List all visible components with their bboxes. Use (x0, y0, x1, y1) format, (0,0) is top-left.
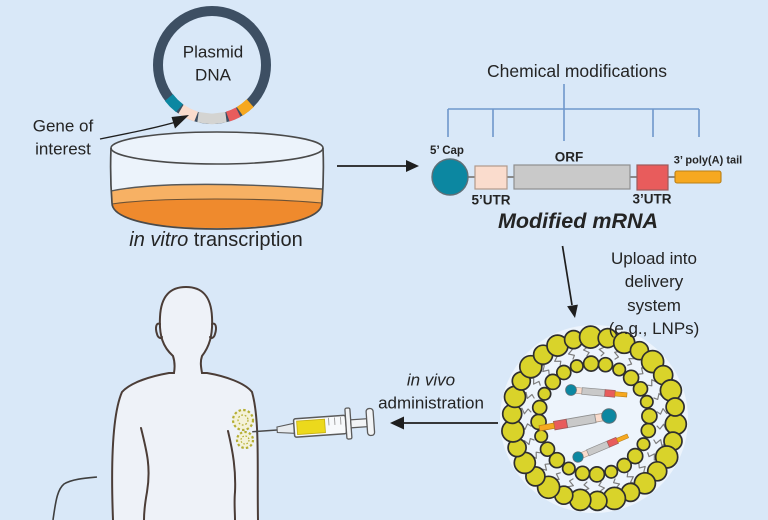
gene-arrowhead (171, 115, 189, 129)
plasmid-segment-gene (197, 111, 227, 125)
lipid-head (531, 399, 548, 416)
lipid-head (665, 397, 685, 417)
administration-text: administration (378, 394, 484, 413)
injection-site-lnps (231, 408, 255, 450)
petri-rim (110, 131, 324, 165)
mrna-construct (431, 158, 722, 196)
lnp-mrna-cargo (538, 384, 629, 463)
orf-label: ORF (554, 149, 584, 165)
mini-mrna-3 (572, 433, 629, 463)
chemical-modifications-label: Chemical modifications (487, 60, 667, 81)
lipid-head (539, 441, 556, 458)
lipid-head (548, 451, 566, 469)
lipid-head (582, 355, 600, 372)
upload-delivery-label: Upload into delivery system (e.g., LNPs) (608, 249, 700, 339)
syringe (252, 407, 376, 440)
lipid-head (616, 457, 633, 474)
mini-mrna-1 (565, 384, 628, 398)
lipid-head (641, 407, 658, 425)
petri-liquid-dark (112, 199, 322, 228)
lipid-head (639, 394, 654, 409)
in-vivo-administration-label: in vivo administration (378, 369, 484, 416)
gene-of-interest-label: Gene of interest (32, 116, 94, 159)
lipid-head (534, 429, 549, 444)
mrna-5utr-box (474, 165, 508, 190)
mini-mrna-2 (538, 408, 617, 432)
body-outline (111, 285, 259, 520)
syringe-plunger-rod (350, 418, 368, 429)
chem-modifications-bracket (447, 84, 700, 141)
polya-tail-label: 3’ poly(A) tail (673, 154, 743, 167)
lipid-head (588, 466, 606, 483)
in-vitro-transcription-label: in vitro transcription (129, 227, 302, 255)
utr5-label: 5’UTR (471, 192, 511, 208)
gene-arrow (99, 115, 189, 140)
lipid-tail (626, 472, 636, 484)
lipid-head (604, 464, 619, 479)
lipid-head (561, 461, 576, 476)
lipid-head (612, 362, 627, 377)
plasmid-segment-red (226, 107, 241, 122)
lipid-head (537, 386, 552, 401)
right-ear (209, 322, 217, 339)
cap-label: 5’ Cap (430, 145, 464, 158)
in-vitro-italic: in vitro (129, 229, 189, 252)
transcription-text: transcription (188, 229, 303, 252)
lnp (500, 325, 688, 513)
mrna-polya-box (674, 170, 722, 184)
mrna-cap-circle (431, 158, 469, 196)
plasmid-segment-orange (236, 99, 254, 116)
arrow-mrna-to-lnp (561, 245, 578, 318)
plasmid-dna-ring (153, 6, 271, 125)
lipid-head (555, 364, 572, 381)
mrna-orf-box (513, 164, 631, 190)
lipid-head (633, 471, 657, 495)
left-inner-arm-line (140, 427, 150, 520)
lipid-head (574, 465, 591, 482)
left-ear (155, 322, 163, 339)
syringe-hub (276, 422, 296, 434)
lipid-head (569, 359, 584, 374)
callout-line (52, 476, 98, 520)
lipid-head (626, 447, 644, 465)
lipid-head (622, 369, 640, 387)
lnp-inner-ring (530, 355, 658, 483)
modified-mrna-label: Modified mRNA (497, 209, 659, 234)
in-vivo-italic: in vivo (406, 370, 456, 390)
lipid-tail (653, 439, 667, 447)
syringe-liquid (296, 418, 326, 436)
lipid-head (632, 380, 649, 397)
arrow-dish-to-mrna (337, 160, 419, 172)
utr3-label: 3’UTR (632, 191, 672, 207)
right-inner-arm-line (227, 430, 237, 520)
plasmid-segment-pink (178, 104, 199, 122)
arrow-lnp-to-syringe (390, 416, 498, 430)
lipid-head (636, 437, 651, 452)
lipid-head (640, 422, 657, 439)
plasmid-dna-label: Plasmid DNA (182, 42, 244, 85)
plasmid-segment-teal (164, 94, 183, 113)
lipid-head (544, 373, 562, 391)
lipid-tail (539, 364, 550, 375)
lipid-head (597, 356, 614, 373)
syringe-thumb-rest (365, 407, 376, 437)
syringe-needle (252, 429, 278, 433)
mrna-3utr-box (636, 164, 669, 191)
petri-dish (109, 131, 325, 230)
lnp-outer-ring (501, 325, 688, 512)
petri-wall (109, 147, 325, 230)
human-figure (111, 285, 259, 520)
